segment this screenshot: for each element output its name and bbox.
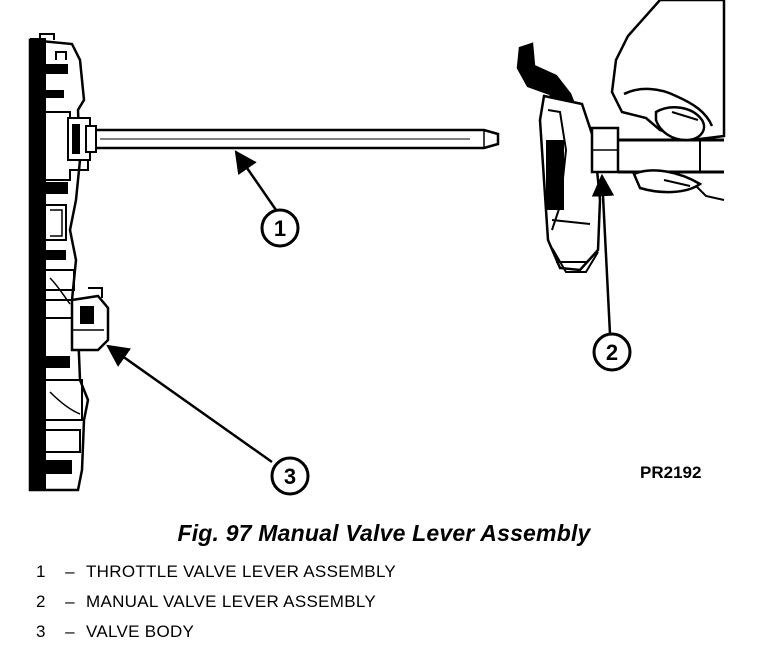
legend-item-label: THROTTLE VALVE LEVER ASSEMBLY — [86, 562, 397, 581]
legend-item: 3 – VALVE BODY — [36, 622, 396, 652]
legend-item-number: 3 — [36, 622, 46, 641]
legend-separator: – — [65, 562, 75, 581]
callout-leaders — [106, 150, 615, 464]
manual-valve-connector — [70, 287, 110, 352]
legend-item: 1 – THROTTLE VALVE LEVER ASSEMBLY — [36, 562, 396, 592]
callout-3-leader — [106, 344, 273, 464]
valve-lever-diagram: 1 2 3 PR2192 — [28, 0, 726, 496]
callout-1-number: 1 — [274, 216, 286, 241]
legend-separator: – — [65, 592, 75, 611]
callout-3-number: 3 — [284, 464, 296, 489]
callout-1: 1 — [260, 208, 300, 248]
legend-separator: – — [65, 622, 75, 641]
throttle-lever-mount — [67, 117, 97, 161]
legend-item-label: MANUAL VALVE LEVER ASSEMBLY — [86, 592, 376, 611]
callout-2-number: 2 — [606, 340, 618, 365]
legend-list: 1 – THROTTLE VALVE LEVER ASSEMBLY 2 – MA… — [36, 562, 396, 652]
valve-body-drawing — [28, 33, 90, 492]
callout-2: 2 — [592, 332, 632, 372]
callout-3: 3 — [270, 456, 310, 496]
hand-drawing — [610, 0, 726, 194]
legend-item-number: 2 — [36, 592, 46, 611]
throttle-lever-shaft — [96, 128, 500, 150]
callout-2-leader — [591, 173, 615, 335]
callout-1-leader — [234, 150, 278, 211]
legend-item-number: 1 — [36, 562, 46, 581]
figure-caption: Fig. 97 Manual Valve Lever Assembly — [177, 520, 591, 546]
legend-item: 2 – MANUAL VALVE LEVER ASSEMBLY — [36, 592, 396, 622]
figure-code: PR2192 — [640, 463, 701, 482]
legend-item-label: VALVE BODY — [86, 622, 195, 641]
